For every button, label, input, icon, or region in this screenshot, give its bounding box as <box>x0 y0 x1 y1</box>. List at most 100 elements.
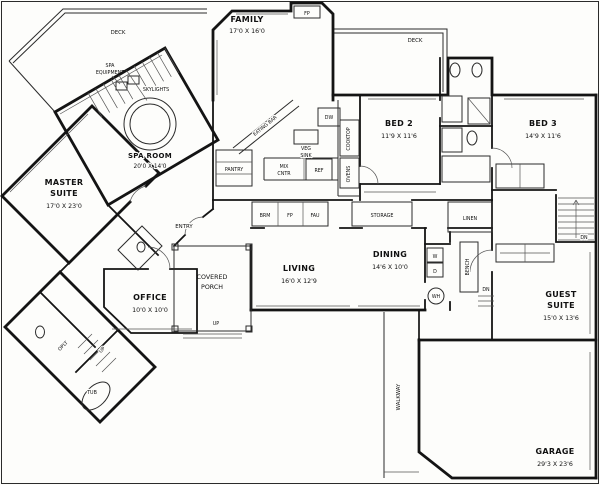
stairwell-walls <box>555 194 597 243</box>
covered-porch-outline <box>173 245 252 332</box>
master-suite-label-1: MASTER <box>45 178 84 187</box>
north-wing-wall <box>331 56 598 97</box>
porch-post-1 <box>171 243 179 251</box>
bath2-tub <box>441 155 491 183</box>
ovens-cabinet <box>339 157 360 189</box>
deck-left-edge <box>8 60 56 113</box>
guest-suite-dims: 15'0 X 13'6 <box>543 315 579 322</box>
living-dims: 16'0 X 12'9 <box>281 278 317 285</box>
washer-box <box>426 247 444 263</box>
eating-bar-counter <box>232 99 300 155</box>
dining-dims: 14'6 X 10'0 <box>372 264 408 271</box>
guest-closet-detail <box>500 244 550 262</box>
washer-label: W <box>433 254 438 260</box>
entry-bath-wall <box>106 203 160 257</box>
porch-post-2 <box>245 243 253 251</box>
bath1-shower <box>467 97 491 125</box>
deck-right-outline <box>334 28 448 94</box>
bath1-sink <box>471 62 483 78</box>
kitchen-counter-south <box>263 157 338 181</box>
deck-left-label: DECK <box>111 30 126 36</box>
dryer-box <box>426 262 444 278</box>
office-label: OFFICE <box>133 293 167 302</box>
bed2-label: BED 2 <box>385 119 413 128</box>
stair-treads-up-wing <box>77 333 117 373</box>
living-label: LIVING <box>283 264 315 273</box>
dn-guest-label: DN <box>482 287 490 293</box>
ref-label: REF <box>314 168 323 174</box>
guest-suite-label-2: SUITE <box>547 301 575 310</box>
garage-south-west-wall <box>417 338 598 480</box>
garage-label: GARAGE <box>536 447 575 456</box>
bath1-toilet <box>449 62 461 78</box>
mix-cntr-label-1: MIX <box>280 164 290 170</box>
bed3-dims: 14'9 X 11'6 <box>525 133 561 140</box>
brm-label: BRM <box>260 213 271 219</box>
bench-label: BENCH <box>465 258 471 275</box>
fireplace-box <box>293 5 321 19</box>
fireplace-family-label: FP <box>304 11 310 17</box>
veg-sink-label-2: SINK <box>300 153 312 159</box>
entry-door-arc <box>184 216 204 236</box>
skylight-hatch <box>87 48 180 118</box>
southwest-wing-walls <box>3 270 157 424</box>
pantry-label: PANTRY <box>225 167 243 173</box>
bed2-door-arc <box>359 165 379 185</box>
guest-suite-label-1: GUEST <box>545 290 576 299</box>
tub-label: TUB <box>86 390 97 396</box>
mix-cntr-label-2: CNTR <box>277 171 291 177</box>
bench-seat <box>459 241 479 293</box>
window-insets <box>9 13 591 470</box>
eating-bar-label: EATING BAR <box>252 114 279 137</box>
wing-connector-wall <box>58 261 71 274</box>
wing-partitions <box>38 290 120 374</box>
spa-equipment-leader <box>111 75 121 85</box>
spa-room-label: SPA ROOM <box>128 152 172 160</box>
spa-room-dims: 20'0 X 14'0 <box>134 164 167 170</box>
pantry-closet <box>215 149 253 187</box>
office-door-arc <box>147 246 171 270</box>
linen-label: LINEN <box>463 216 478 222</box>
family-room-walls <box>211 1 335 102</box>
bath1-vanity <box>441 95 463 123</box>
spa-room-walls <box>53 46 220 207</box>
walkway-lines <box>383 312 420 478</box>
spa-equipment-label-2: EQUIPMENT <box>96 70 124 76</box>
hall-closet-row <box>251 201 329 227</box>
spa-equipment-label-1: SPA <box>106 63 116 69</box>
wing-toilet <box>35 325 45 339</box>
spa-tub-inner <box>129 103 171 145</box>
bath2-vanity <box>441 127 463 153</box>
covered-porch-label-2: PORCH <box>201 284 223 291</box>
bath2-toilet <box>466 130 478 146</box>
veg-sink-fixture <box>293 129 319 145</box>
master-suite-dims: 17'0 X 23'0 <box>46 203 82 210</box>
veg-sink-label-1: VEG <box>301 146 311 152</box>
deck-right-label: DECK <box>408 38 423 44</box>
dryer-label: D <box>433 269 437 275</box>
interior-walls <box>38 57 597 374</box>
porch-steps <box>183 333 242 339</box>
skylights-label: SKYLIGHTS <box>143 87 169 93</box>
master-tub <box>81 381 111 411</box>
shower-diagonal <box>467 97 491 125</box>
cooktop-counter <box>339 119 360 157</box>
entry-label: ENTRY <box>175 224 193 230</box>
water-heater-label: WH <box>432 294 441 300</box>
master-suite-label-2: SUITE <box>50 189 78 198</box>
water-heater-circle <box>427 287 445 305</box>
deck-right-inner <box>334 32 444 92</box>
pantry-shelves <box>216 161 252 175</box>
family-room-dims: 17'0 X 16'0 <box>229 28 265 35</box>
entry-front-wall <box>172 199 215 248</box>
oplt-label: OPLT <box>57 340 70 353</box>
office-walls <box>103 268 198 334</box>
fixtures-and-counters <box>35 5 555 478</box>
dining-label: DINING <box>373 250 407 259</box>
linen-closet <box>447 201 493 233</box>
bed2-dims: 11'9 X 11'6 <box>381 133 417 140</box>
walkway-label: WALKWAY <box>396 383 402 410</box>
storage-closet <box>351 201 413 227</box>
spa-tub-outer <box>123 97 177 151</box>
